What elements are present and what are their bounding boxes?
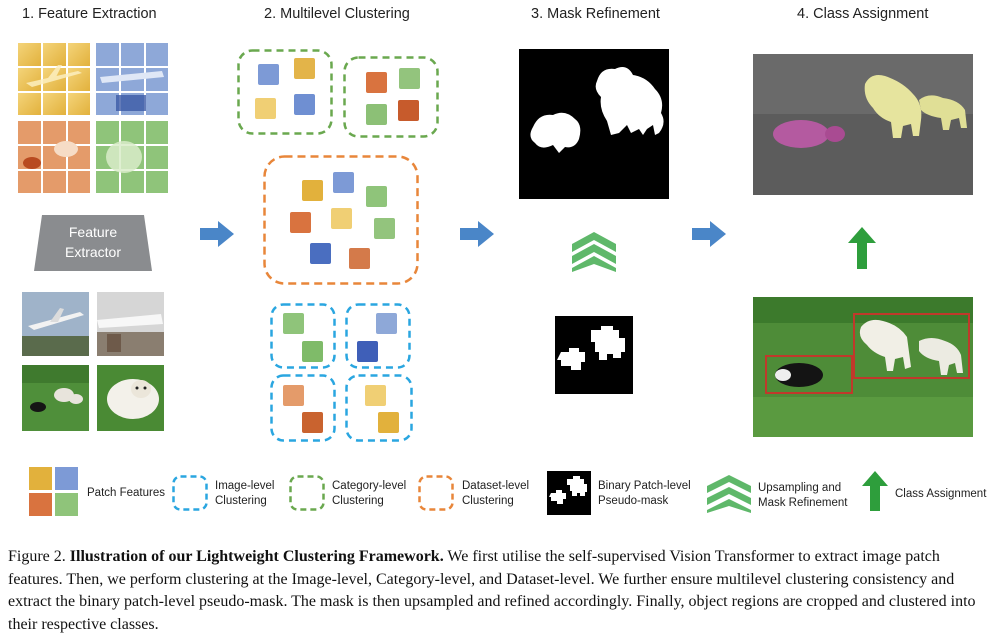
detection-boxes-image [753,297,973,437]
patch-grid-airplane-yellow [18,43,90,115]
patch-feature [294,94,315,115]
patch-feature [290,212,311,233]
figure-caption: Figure 2. Illustration of our Lightweigh… [8,546,998,636]
patch-feature [302,412,323,433]
patch-feature [366,186,387,207]
refined-mask-image [519,49,669,199]
image-cluster-box-1 [270,303,336,369]
patch-feature [366,104,387,125]
patch-feature [331,208,352,229]
patch-feature [294,58,315,79]
legend-category-level-icon [289,475,325,511]
upsampling-chevron-icon [572,230,616,272]
class-assignment-result-image [753,54,973,195]
image-cluster-box-2 [345,303,411,369]
patch-feature [374,218,395,239]
patch-feature [357,341,378,362]
legend-patch-features-icon [29,467,79,517]
patch-feature [398,100,419,121]
patch-feature [365,385,386,406]
legend-class-assignment-arrow-icon [862,471,888,511]
binary-patch-mask [555,316,633,394]
legend-class-assignment-label: Class Assignment [895,488,987,500]
patch-feature [366,72,387,93]
patch-feature [283,313,304,334]
step-title-class-assignment: 4. Class Assignment [797,6,929,22]
category-cluster-box-2 [343,56,439,138]
feature-extractor-label: Feature Extractor [64,224,121,260]
arrow-right-icon [692,221,726,247]
step-title-feature-extraction: 1. Feature Extraction [22,6,157,22]
legend-upsampling-chevron-icon [707,473,751,513]
legend-image-level-icon [172,475,208,511]
legend-dataset-level-icon [418,475,454,511]
patch-feature [302,341,323,362]
patch-feature [378,412,399,433]
patch-grid-sheep-green [96,121,168,193]
class-assignment-arrow-icon [848,227,876,269]
arrow-right-icon [460,221,494,247]
patch-feature [258,64,279,85]
patch-feature [255,98,276,119]
legend-binary-mask-icon [547,471,591,515]
patch-feature [399,68,420,89]
input-image-sheep-closeup [97,365,164,431]
feature-extractor-block [34,215,152,271]
step-title-mask-refinement: 3. Mask Refinement [531,6,660,22]
caption-title: Illustration of our Lightweight Clusteri… [69,548,444,565]
patch-feature [283,385,304,406]
legend-patch-features-label: Patch Features [87,487,165,499]
caption-body: We first utilise the self-supervised Vis… [8,548,976,633]
patch-feature [333,172,354,193]
category-cluster-box-1 [237,49,333,135]
patch-feature [310,243,331,264]
image-cluster-box-3 [270,374,336,442]
input-image-airplane-1 [22,292,89,356]
patch-feature [376,313,397,334]
patch-feature [302,180,323,201]
dataset-cluster-box [263,155,419,285]
caption-figure-label: Figure 2. [8,548,66,565]
input-image-airplane-2 [97,292,164,356]
patch-grid-sheep-orange [18,121,90,193]
input-image-sheep-dog [22,365,89,431]
step-title-multilevel-clustering: 2. Multilevel Clustering [264,6,410,22]
patch-grid-airplane-blue [96,43,168,115]
patch-feature [349,248,370,269]
arrow-right-icon [200,221,234,247]
